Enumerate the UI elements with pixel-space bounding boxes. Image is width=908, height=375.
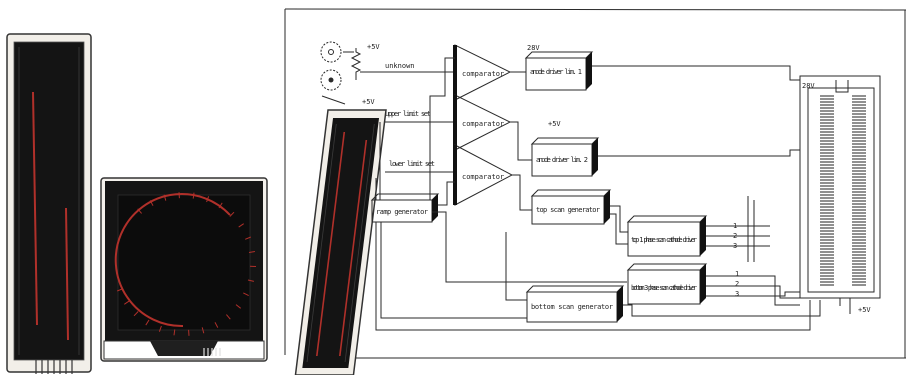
resistor-icon xyxy=(343,48,360,80)
svg-text:comparator: comparator xyxy=(462,70,504,78)
circular-display xyxy=(101,178,267,361)
svg-text:top scan generator: top scan generator xyxy=(536,206,600,214)
bargraph-display-tall xyxy=(7,34,91,374)
bargraph-pins xyxy=(36,360,72,374)
svg-text:comparator: comparator xyxy=(462,173,504,181)
svg-text:28V: 28V xyxy=(527,44,540,52)
segment-column-left xyxy=(820,96,834,285)
comparator-top: comparator xyxy=(455,45,510,100)
supply-label-bottom: +5V xyxy=(362,98,375,106)
svg-text:+5V: +5V xyxy=(548,120,561,128)
anode-driver-1-block: 28V anode driver lim. 1 xyxy=(526,44,592,90)
svg-text:ramp generator: ramp generator xyxy=(376,208,428,216)
svg-text:upper limit set: upper limit set xyxy=(385,110,431,118)
svg-text:bottom 3 phase scan cathode dr: bottom 3 phase scan cathode driver xyxy=(631,284,697,292)
anode-driver-2-block: +5V anode driver lim. 2 xyxy=(532,120,598,176)
input-label-lower: lower limit set xyxy=(389,160,435,168)
svg-text:+5V: +5V xyxy=(858,306,871,314)
display-panel-schematic: 28V +5V xyxy=(800,76,880,314)
out-bottom-2: 2 xyxy=(735,280,739,288)
bottom-scan-generator-block: bottom scan generator xyxy=(527,286,623,322)
input-label-upper: upper limit set xyxy=(385,110,431,118)
cathode-driver-bottom-chip: bottom 3 phase scan cathode driver xyxy=(628,264,706,304)
svg-text:28V: 28V xyxy=(802,82,815,90)
ramp-generator-block: ramp generator xyxy=(372,194,438,222)
svg-text:comparator: comparator xyxy=(462,120,504,128)
input-label-unknown: unknown xyxy=(385,62,415,70)
cathode-driver-top-chip: top 1 phase scan cathode driver xyxy=(628,216,706,256)
wiring xyxy=(376,58,820,330)
svg-text:anode driver lim. 1: anode driver lim. 1 xyxy=(530,68,582,76)
top-scan-generator-block: top scan generator xyxy=(532,190,610,224)
rotary-sensor-icon xyxy=(321,42,345,104)
svg-text:bottom scan generator: bottom scan generator xyxy=(531,303,613,311)
out-bottom-1: 1 xyxy=(735,270,739,278)
svg-text:anode driver lim. 2: anode driver lim. 2 xyxy=(536,156,588,164)
segment-column-right xyxy=(852,96,866,285)
comparator-bottom: comparator xyxy=(455,145,512,205)
supply-label-top: +5V xyxy=(367,43,380,51)
svg-text:top 1 phase scan cathode drive: top 1 phase scan cathode driver xyxy=(631,236,697,244)
out-bottom-3: 3 xyxy=(735,290,739,298)
svg-text:lower limit set: lower limit set xyxy=(389,160,435,168)
bargraph-display-slanted xyxy=(295,110,386,375)
comparator-middle: comparator xyxy=(455,95,510,150)
